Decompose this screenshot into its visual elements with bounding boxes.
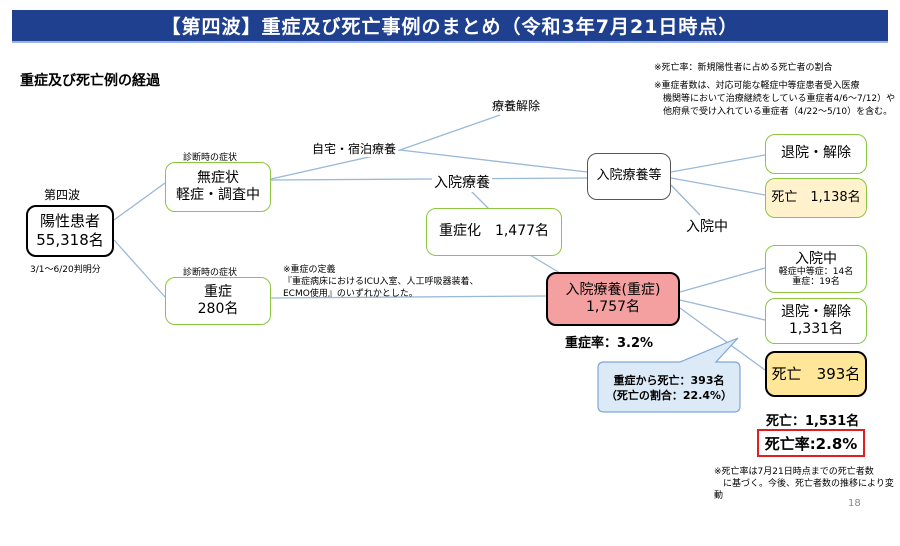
flow-label-home: 自宅・宿泊療養: [310, 140, 399, 157]
page-number: 18: [848, 498, 861, 509]
positive-patients-label: 陽性患者: [39, 212, 100, 231]
death-bottom-box: 死亡 393名: [765, 351, 867, 397]
severe-rate: 重症率：3.2%: [565, 336, 654, 351]
positive-patients-box: 陽性患者 55,318名: [26, 205, 114, 257]
page-title: 【第四波】重症及び死亡事例のまとめ（令和3年7月21日時点）: [161, 16, 739, 38]
note-death-rate-definition: ※死亡率：新規陽性者に占める死亡者の割合: [654, 63, 833, 73]
death-top-box: 死亡 1,138名: [765, 178, 867, 218]
diagnosis-caption-bottom: 診断時の症状: [183, 268, 238, 278]
discharge-top-label: 退院・解除: [781, 145, 851, 162]
hospital-care-box: 入院療養等: [587, 153, 671, 200]
total-deaths: 死亡：1,531名: [766, 414, 860, 429]
hospital-severe-line2: 1,757名: [585, 299, 641, 315]
page-title-banner: 【第四波】重症及び死亡事例のまとめ（令和3年7月21日時点）: [12, 10, 888, 43]
diagnosis-severe-box: 重症 280名: [165, 277, 271, 325]
discharge-mid-line1: 退院・解除: [781, 303, 851, 320]
flow-label-release: 療養解除: [492, 99, 541, 113]
diagnosis-mild-line1: 無症状: [197, 169, 239, 186]
discharge-mid-box: 退院・解除 1,331名: [765, 298, 867, 344]
death-rate-box: 死亡率:2.8%: [757, 429, 865, 457]
section-subtitle: 重症及び死亡例の経過: [20, 73, 160, 89]
positive-patients-count: 55,318名: [36, 231, 104, 249]
severe-progress-label: 重症化 1,477名: [438, 223, 550, 240]
hospital-severe-box: 入院療養(重症) 1,757名: [546, 272, 680, 326]
flow-label-in-hospital: 入院中: [686, 219, 728, 235]
in-hospital-box: 入院中 軽症中等症：14名 重症：19名: [765, 245, 867, 293]
death-bottom-label: 死亡 393名: [771, 364, 861, 383]
in-hospital-title: 入院中: [795, 250, 837, 267]
callout-bubble: [597, 337, 741, 413]
discharge-top-box: 退院・解除: [765, 134, 867, 174]
in-hospital-mild: 軽症中等症：14名: [778, 266, 854, 277]
note-bottom: ※死亡率は7月21日時点までの死亡者数 に基づく。今後、死亡者数の推移により変動: [714, 467, 894, 501]
diagnosis-mild-box: 無症状 軽症・調査中: [165, 162, 271, 212]
note-severe-count: ※重症者数は、対応可能な軽症中等症患者受入医療 機関等において治療継続をしている…: [654, 81, 896, 117]
discharge-mid-line2: 1,331名: [788, 321, 844, 337]
death-top-label: 死亡 1,138名: [771, 189, 861, 205]
flow-label-hospital: 入院療養: [432, 172, 492, 192]
in-hospital-severe: 重症：19名: [792, 277, 840, 288]
death-rate-value: 死亡率:2.8%: [764, 434, 858, 453]
wave-period: 3/1～6/20判明分: [30, 265, 101, 275]
diagnosis-severe-line2: 280名: [197, 301, 239, 317]
diagnosis-caption-top: 診断時の症状: [183, 153, 238, 163]
wave-label: 第四波: [44, 188, 81, 202]
hospital-care-label: 入院療養等: [596, 168, 662, 184]
severe-progress-box: 重症化 1,477名: [426, 208, 562, 256]
note-severe-definition: ※重症の定義 『重症病床におけるICU入室、人工呼吸器装着、 ECMO使用』のい…: [283, 265, 479, 299]
diagnosis-mild-line2: 軽症・調査中: [176, 187, 260, 203]
hospital-severe-line1: 入院療養(重症): [565, 281, 661, 298]
diagnosis-severe-line1: 重症: [204, 283, 232, 300]
callout-text: 重症から死亡：393名 （死亡の割合：22.4%）: [605, 374, 733, 402]
